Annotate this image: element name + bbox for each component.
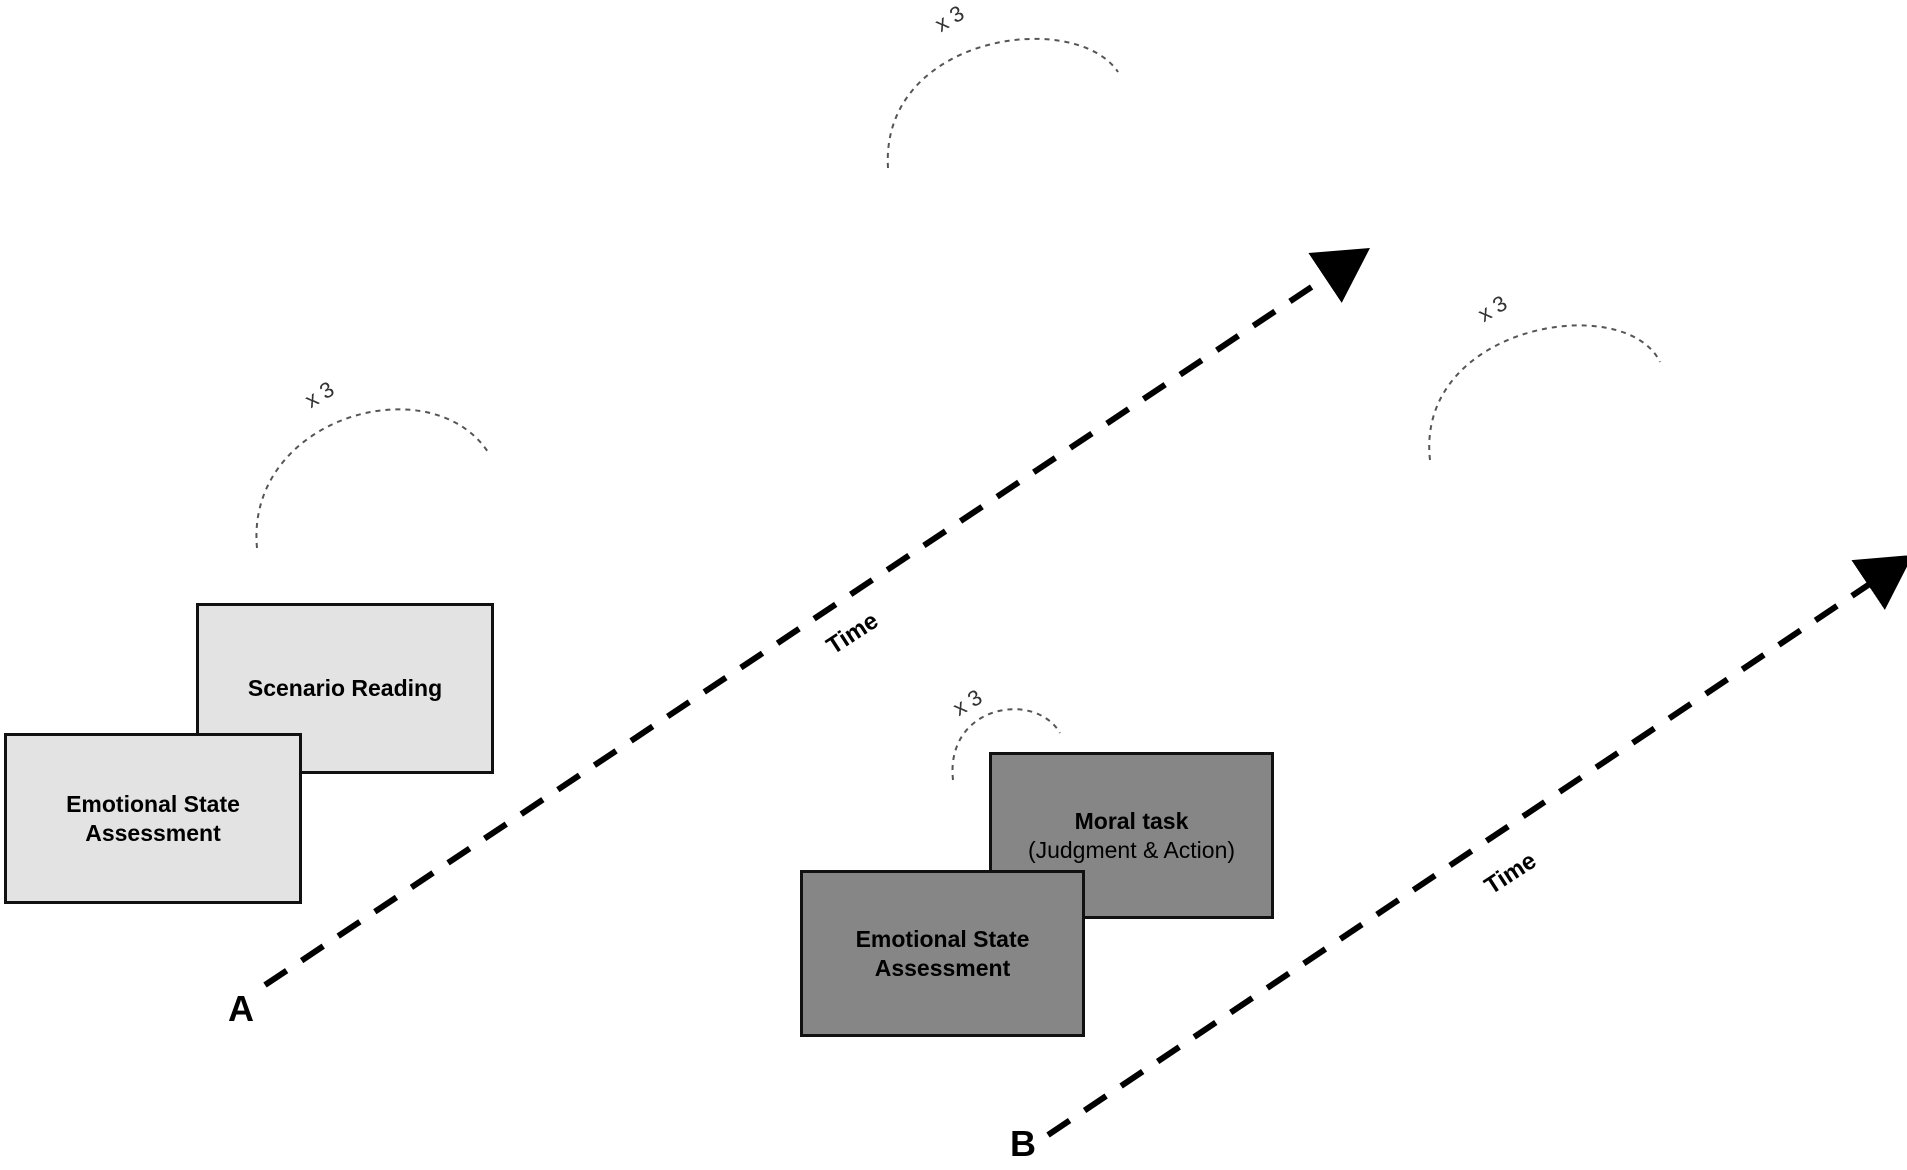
repeat-arc-b2 xyxy=(1428,324,1661,461)
repeat-arc-b1 xyxy=(951,708,1061,781)
time-arrow-b xyxy=(1046,554,1907,1138)
label-line: Emotional State xyxy=(855,925,1030,952)
box-subtitle: (Judgment & Action) xyxy=(1027,836,1236,863)
repeat-arc-a2 xyxy=(886,37,1119,169)
label-line: Assessment xyxy=(85,819,221,846)
label-line: Emotional State xyxy=(66,790,240,817)
repeat-arc-a1 xyxy=(255,408,489,549)
label-line: Assessment xyxy=(874,954,1011,981)
box-title: Moral task xyxy=(1074,807,1189,834)
panel-a-emotional-state-box: Emotional State Assessment xyxy=(4,733,302,904)
panel-label-b: B xyxy=(1010,1123,1036,1164)
panel-b-emotional-state-box: Emotional State Assessment xyxy=(800,870,1085,1037)
panel-label-a: A xyxy=(228,988,254,1029)
label-line: Scenario Reading xyxy=(247,675,443,701)
